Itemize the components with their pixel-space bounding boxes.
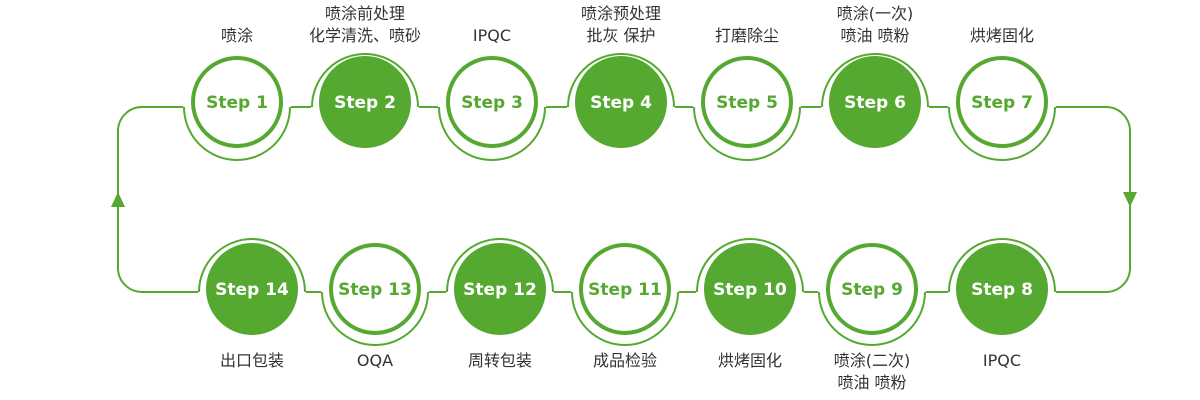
- step-description: 烘烤固化: [670, 350, 830, 372]
- step-label: Step 5: [716, 93, 778, 113]
- step-label: Step 10: [713, 280, 787, 300]
- step-description-line: 喷油 喷粉: [837, 373, 907, 392]
- step-description-line: 喷涂: [220, 26, 253, 45]
- step-label: Step 1: [206, 93, 268, 113]
- step-circle-filled: [575, 56, 667, 148]
- step-circle-filled: [319, 56, 411, 148]
- step-circle-filled: [956, 243, 1048, 335]
- step-circle-filled: [704, 243, 796, 335]
- step-label: Step 13: [338, 280, 412, 300]
- step-description: 出口包装: [172, 350, 332, 372]
- step-circle-filled: [206, 243, 298, 335]
- step-circle-outline: [826, 243, 918, 335]
- step-outer-arc: [438, 106, 546, 161]
- step-label: Step 6: [844, 93, 906, 113]
- step-description-line: 化学清洗、喷砂: [308, 26, 421, 45]
- step-outer-arc: [948, 106, 1056, 161]
- step-circle-outline: [191, 56, 283, 148]
- arrow-up-icon: [111, 192, 125, 207]
- step-circle-outline: [446, 56, 538, 148]
- step-circle-outline: [701, 56, 793, 148]
- step-description-line: 出口包装: [219, 351, 284, 370]
- step-circle-outline: [579, 243, 671, 335]
- step-description-line: OQA: [356, 351, 394, 370]
- step-description-line: 烘烤固化: [969, 26, 1034, 45]
- step-description-line: 喷涂(一次): [836, 4, 914, 23]
- step-outer-arc: [198, 238, 306, 293]
- step-label: Step 7: [971, 93, 1033, 113]
- step-description: 喷涂(一次) 喷油 喷粉: [795, 3, 955, 47]
- step-label: Step 2: [334, 93, 396, 113]
- step-circle-filled: [454, 243, 546, 335]
- step-circle-outline: [956, 56, 1048, 148]
- step-label: Step 9: [841, 280, 903, 300]
- step-outer-arc: [571, 291, 679, 346]
- step-description-line: IPQC: [472, 26, 512, 45]
- step-description: OQA: [295, 350, 455, 372]
- step-label: Step 11: [588, 280, 662, 300]
- step-circle-outline: [329, 243, 421, 335]
- step-description-line: 喷涂预处理: [580, 4, 661, 23]
- step-label: Step 14: [215, 280, 289, 300]
- step-outer-arc: [183, 106, 291, 161]
- step-outer-arc: [446, 238, 554, 293]
- step-label: Step 8: [971, 280, 1033, 300]
- step-description: 喷涂前处理化学清洗、喷砂: [285, 3, 445, 47]
- step-outer-arc: [311, 53, 419, 108]
- step-description: 喷涂: [157, 25, 317, 47]
- step-description-line: 喷涂前处理: [324, 4, 405, 23]
- step-outer-arc: [818, 291, 926, 346]
- step-outer-arc: [693, 106, 801, 161]
- connector-line: [117, 106, 1131, 293]
- step-description: 喷涂(二次) 喷油 喷粉: [792, 350, 952, 394]
- step-description: 打磨除尘: [667, 25, 827, 47]
- step-description: 周转包装: [420, 350, 580, 372]
- step-outer-arc: [567, 53, 675, 108]
- step-description-line: 打磨除尘: [714, 26, 779, 45]
- step-description-line: 成品检验: [592, 351, 657, 370]
- step-description: IPQC: [412, 25, 572, 47]
- step-outer-arc: [821, 53, 929, 108]
- step-description: 喷涂预处理批灰 保护: [541, 3, 701, 47]
- step-outer-arc: [321, 291, 429, 346]
- arrow-down-icon: [1123, 192, 1137, 207]
- step-circle-filled: [829, 56, 921, 148]
- step-label: Step 12: [463, 280, 537, 300]
- step-outer-arc: [948, 238, 1056, 293]
- step-description-line: 批灰 保护: [586, 26, 656, 45]
- step-description-line: 喷涂(二次): [833, 351, 911, 370]
- step-label: Step 3: [461, 93, 523, 113]
- step-description-line: 喷油 喷粉: [840, 26, 910, 45]
- step-description: 烘烤固化: [922, 25, 1082, 47]
- step-description: 成品检验: [545, 350, 705, 372]
- step-description: IPQC: [922, 350, 1082, 372]
- step-description-line: IPQC: [982, 351, 1022, 370]
- step-description-line: 烘烤固化: [717, 351, 782, 370]
- step-description-line: 周转包装: [467, 351, 532, 370]
- step-label: Step 4: [590, 93, 652, 113]
- step-outer-arc: [696, 238, 804, 293]
